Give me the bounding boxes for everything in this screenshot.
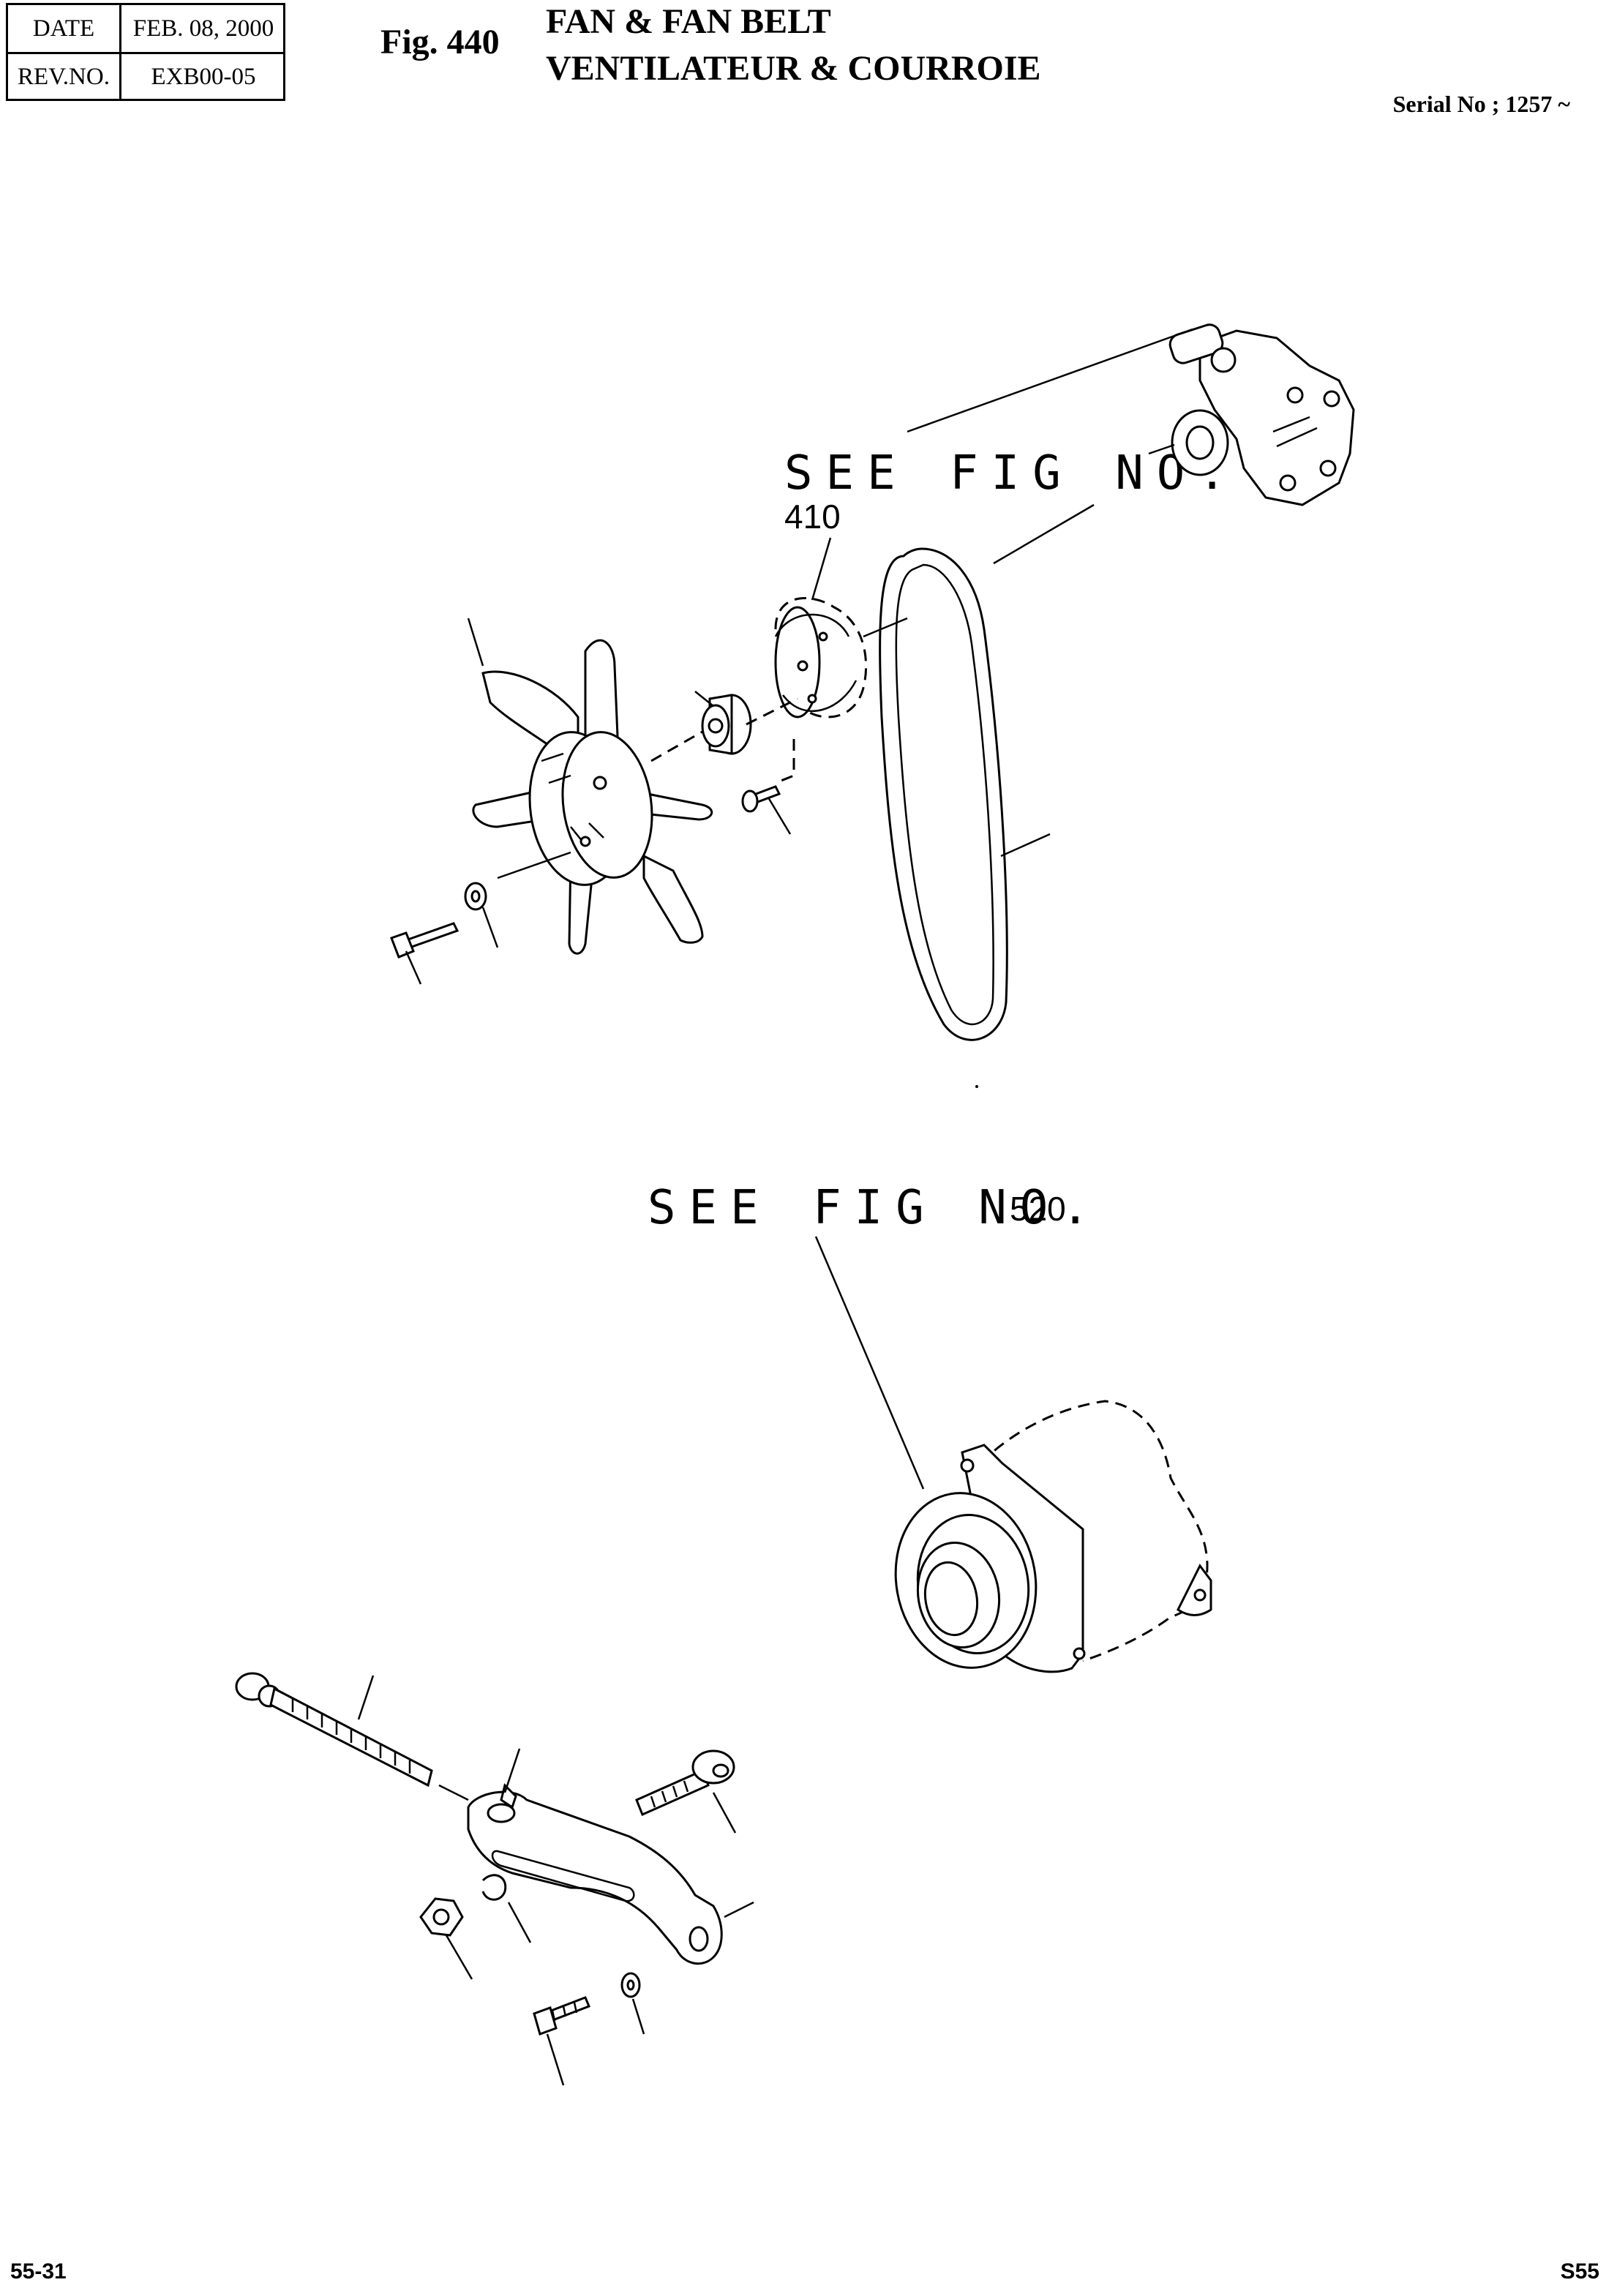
- leader-bracket-end: [724, 1901, 754, 1918]
- leader-spacer: [694, 691, 714, 707]
- leader-fan-washer: [481, 907, 499, 948]
- date-value: FEB. 08, 2000: [132, 15, 274, 42]
- leader-flat-washer: [631, 1998, 645, 2035]
- reference-number-1: 410: [784, 498, 841, 536]
- pulley-bolt: [741, 785, 781, 813]
- bracket-bolt: [635, 1749, 735, 1817]
- hex-nut: [419, 1897, 464, 1937]
- leader-410: [811, 537, 832, 601]
- leader-belt: [1000, 833, 1051, 858]
- leader-bolt-bracket: [438, 1784, 469, 1801]
- water-pump-housing: [1168, 323, 1355, 506]
- alternator: [894, 1400, 1212, 1673]
- centerline-bolt: [775, 739, 795, 784]
- fan-bolt: [390, 922, 459, 958]
- fan-pulley: [774, 597, 868, 719]
- revision-label: REV.NO.: [8, 53, 121, 100]
- date-row: DATE FEB. 08, 2000: [8, 5, 283, 54]
- fan-washer: [464, 882, 487, 911]
- date-label: DATE: [8, 5, 121, 52]
- page-number: 55-31: [10, 2259, 67, 2284]
- leader-belt-top: [993, 503, 1095, 565]
- leader-520: [814, 1236, 925, 1490]
- leader-pulley-bolt: [767, 797, 792, 835]
- revision-value: EXB00-05: [151, 64, 256, 90]
- leader-fan-hub: [497, 851, 571, 879]
- leader-pulley-belt: [863, 617, 908, 638]
- adjusting-bolt: [235, 1672, 433, 1787]
- leader-line-top: [907, 328, 1193, 433]
- reference-label-1: SEE FIG NO.: [784, 446, 1239, 500]
- leader-fan: [467, 618, 484, 667]
- centerline-fan: [650, 697, 798, 762]
- stray-dot: [975, 1085, 978, 1088]
- leader-bracket-bolt: [712, 1792, 737, 1834]
- reference-number-2: 520: [1010, 1190, 1066, 1228]
- leader-bracket: [503, 1748, 521, 1793]
- adjusting-bracket: [467, 1783, 723, 1965]
- leader-hex-nut: [445, 1935, 473, 1980]
- cooling-fan: [472, 639, 713, 955]
- title-english: FAN & FAN BELT: [546, 2, 831, 41]
- leader-fan-bolt: [405, 950, 422, 985]
- leader-mounting-bolt: [546, 2033, 565, 2086]
- leader-lock-washer: [507, 1902, 532, 1943]
- revision-info-box: DATE FEB. 08, 2000 REV.NO. EXB00-05: [6, 3, 285, 101]
- fan-spacer: [701, 694, 752, 755]
- section-code: S55: [1560, 2259, 1599, 2284]
- title-french: VENTILATEUR & COURROIE: [546, 49, 1041, 88]
- serial-number: Serial No ; 1257 ~: [1392, 91, 1570, 117]
- leader-to-pump: [1148, 443, 1175, 455]
- reference-label-2: SEE FIG NO.: [648, 1181, 1103, 1235]
- leader-adjusting-bolt: [357, 1675, 375, 1720]
- revision-row: REV.NO. EXB00-05: [8, 53, 283, 100]
- mounting-bolt: [533, 1996, 590, 2036]
- lock-washer: [481, 1874, 507, 1901]
- flat-washer: [620, 1972, 641, 1998]
- figure-number: Fig. 440: [380, 23, 500, 61]
